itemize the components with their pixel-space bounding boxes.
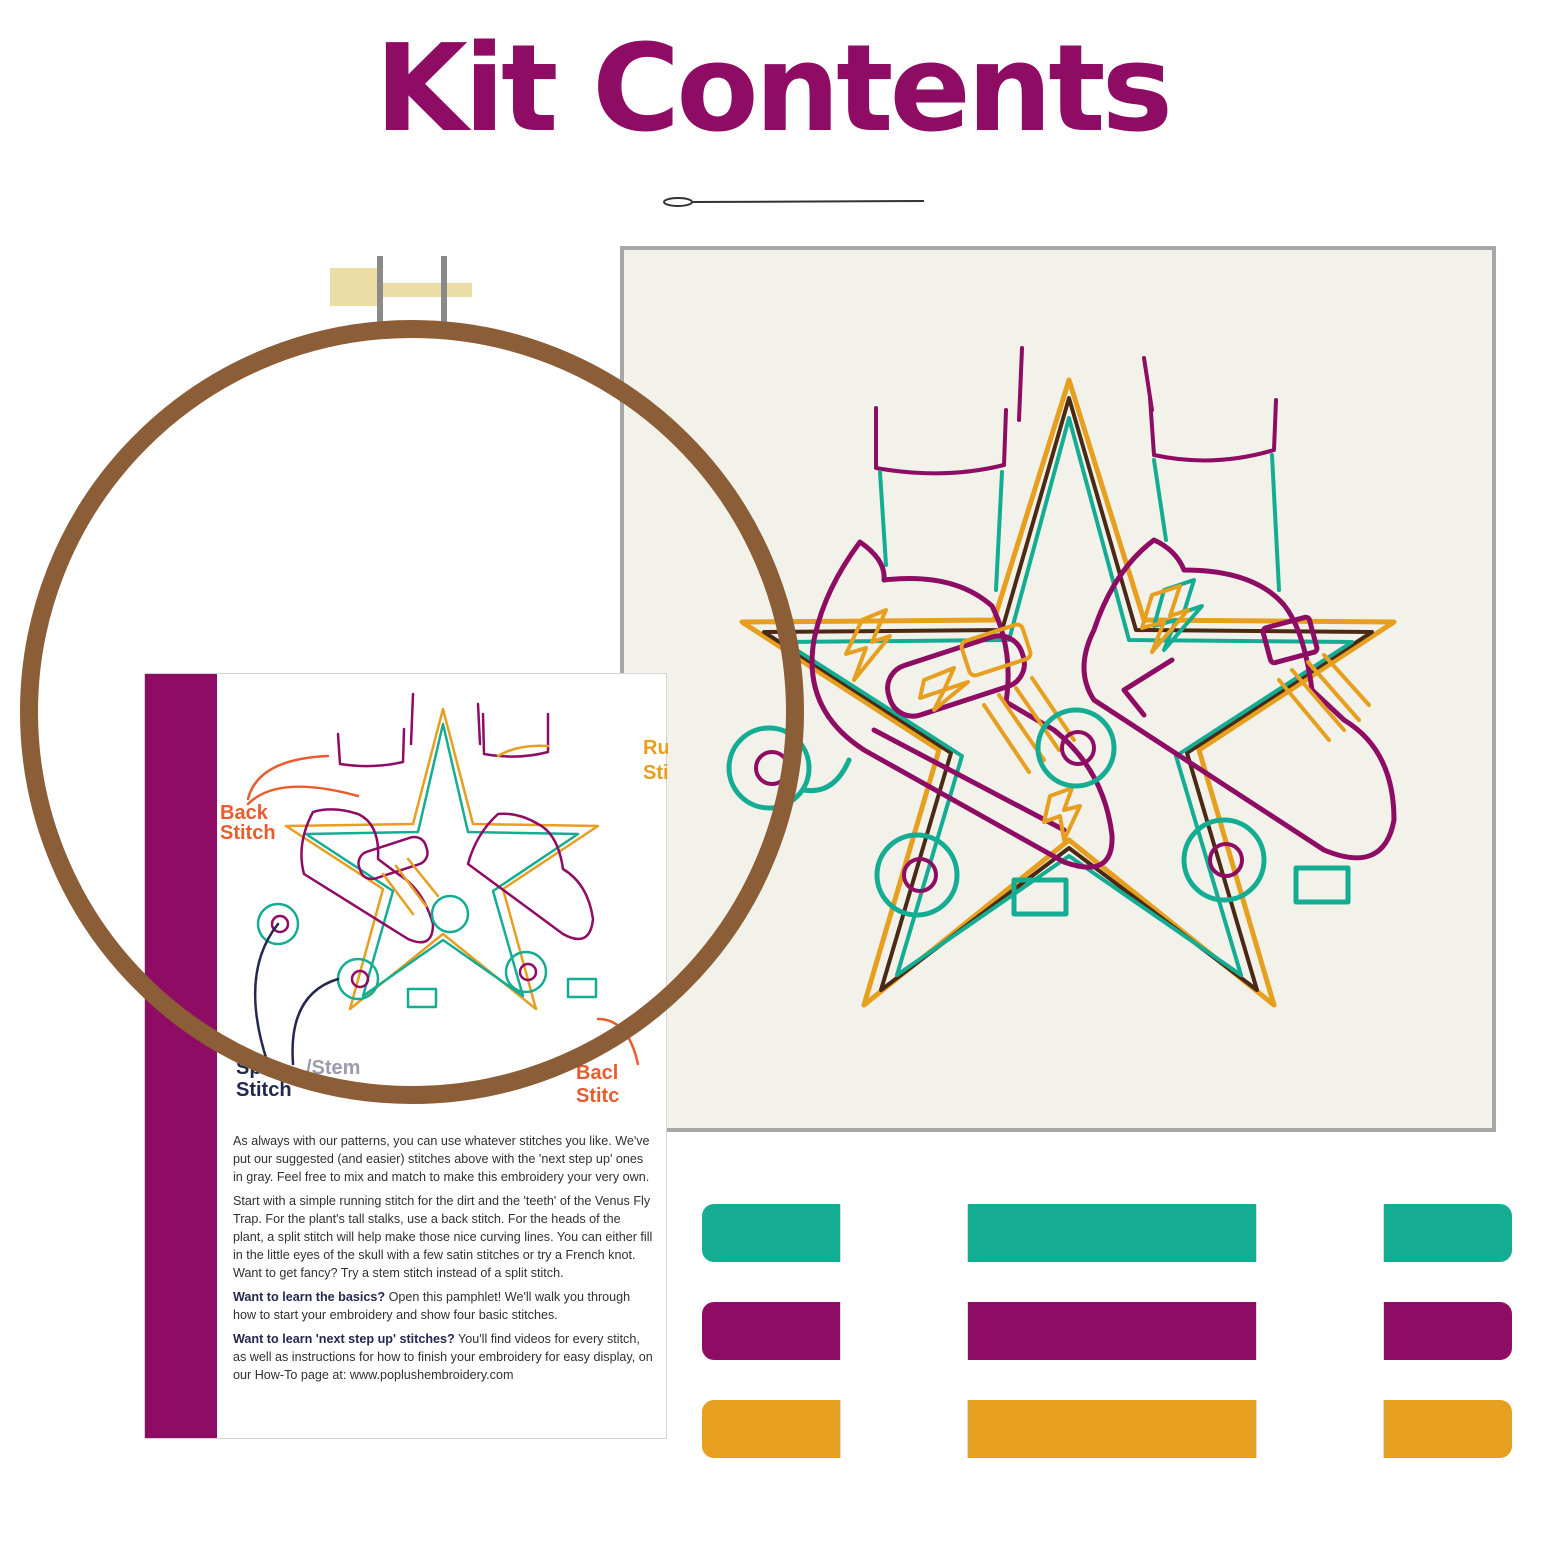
card-instructions-text: As always with our patterns, you can use… bbox=[233, 1132, 653, 1390]
roller-skate-pattern bbox=[726, 346, 1397, 1008]
next-step-text: You'll find videos for every stitch, as … bbox=[233, 1332, 653, 1382]
teal-floss bbox=[702, 1204, 1512, 1262]
basics-text: Open this pamphlet! We'll walk you throu… bbox=[233, 1290, 631, 1322]
paragraph-next-step: Want to learn 'next step up' stitches? Y… bbox=[233, 1330, 653, 1384]
card-band bbox=[145, 674, 217, 1438]
paragraph-intro: As always with our patterns, you can use… bbox=[233, 1134, 650, 1184]
label-running-stitch-2: Stitc bbox=[643, 762, 668, 784]
star-outline-brown bbox=[762, 396, 1374, 992]
label-running-stitch: Runn bbox=[643, 737, 668, 759]
gold-floss bbox=[702, 1400, 1512, 1458]
left-skate bbox=[809, 539, 1115, 870]
next-step-heading: Want to learn 'next step up' stitches? bbox=[233, 1332, 455, 1346]
fabric-square bbox=[620, 246, 1496, 1132]
label-back-stitch-right: Bacl bbox=[576, 1062, 618, 1084]
label-stem-stitch: /Stem bbox=[306, 1057, 360, 1079]
label-back-stitch-right-2: Stitc bbox=[576, 1085, 619, 1107]
paragraph-basics: Want to learn the basics? Open this pamp… bbox=[233, 1288, 653, 1324]
stitch-diagram: Back Stitch Runn Stitc Split Stitch /Ste… bbox=[220, 692, 668, 1107]
purple-floss bbox=[702, 1302, 1512, 1360]
needle-icon bbox=[663, 197, 925, 207]
star-outline-teal bbox=[782, 416, 1354, 977]
label-back-stitch-left: Back bbox=[220, 802, 269, 824]
label-split-stitch-2: Stitch bbox=[236, 1079, 292, 1101]
basics-heading: Want to learn the basics? bbox=[233, 1290, 386, 1304]
paragraph-start: Start with a simple running stitch for t… bbox=[233, 1194, 653, 1280]
right-skate bbox=[1081, 537, 1397, 861]
page-title: Kit Contents bbox=[374, 20, 1173, 159]
label-back-stitch-left-2: Stitch bbox=[220, 822, 276, 844]
